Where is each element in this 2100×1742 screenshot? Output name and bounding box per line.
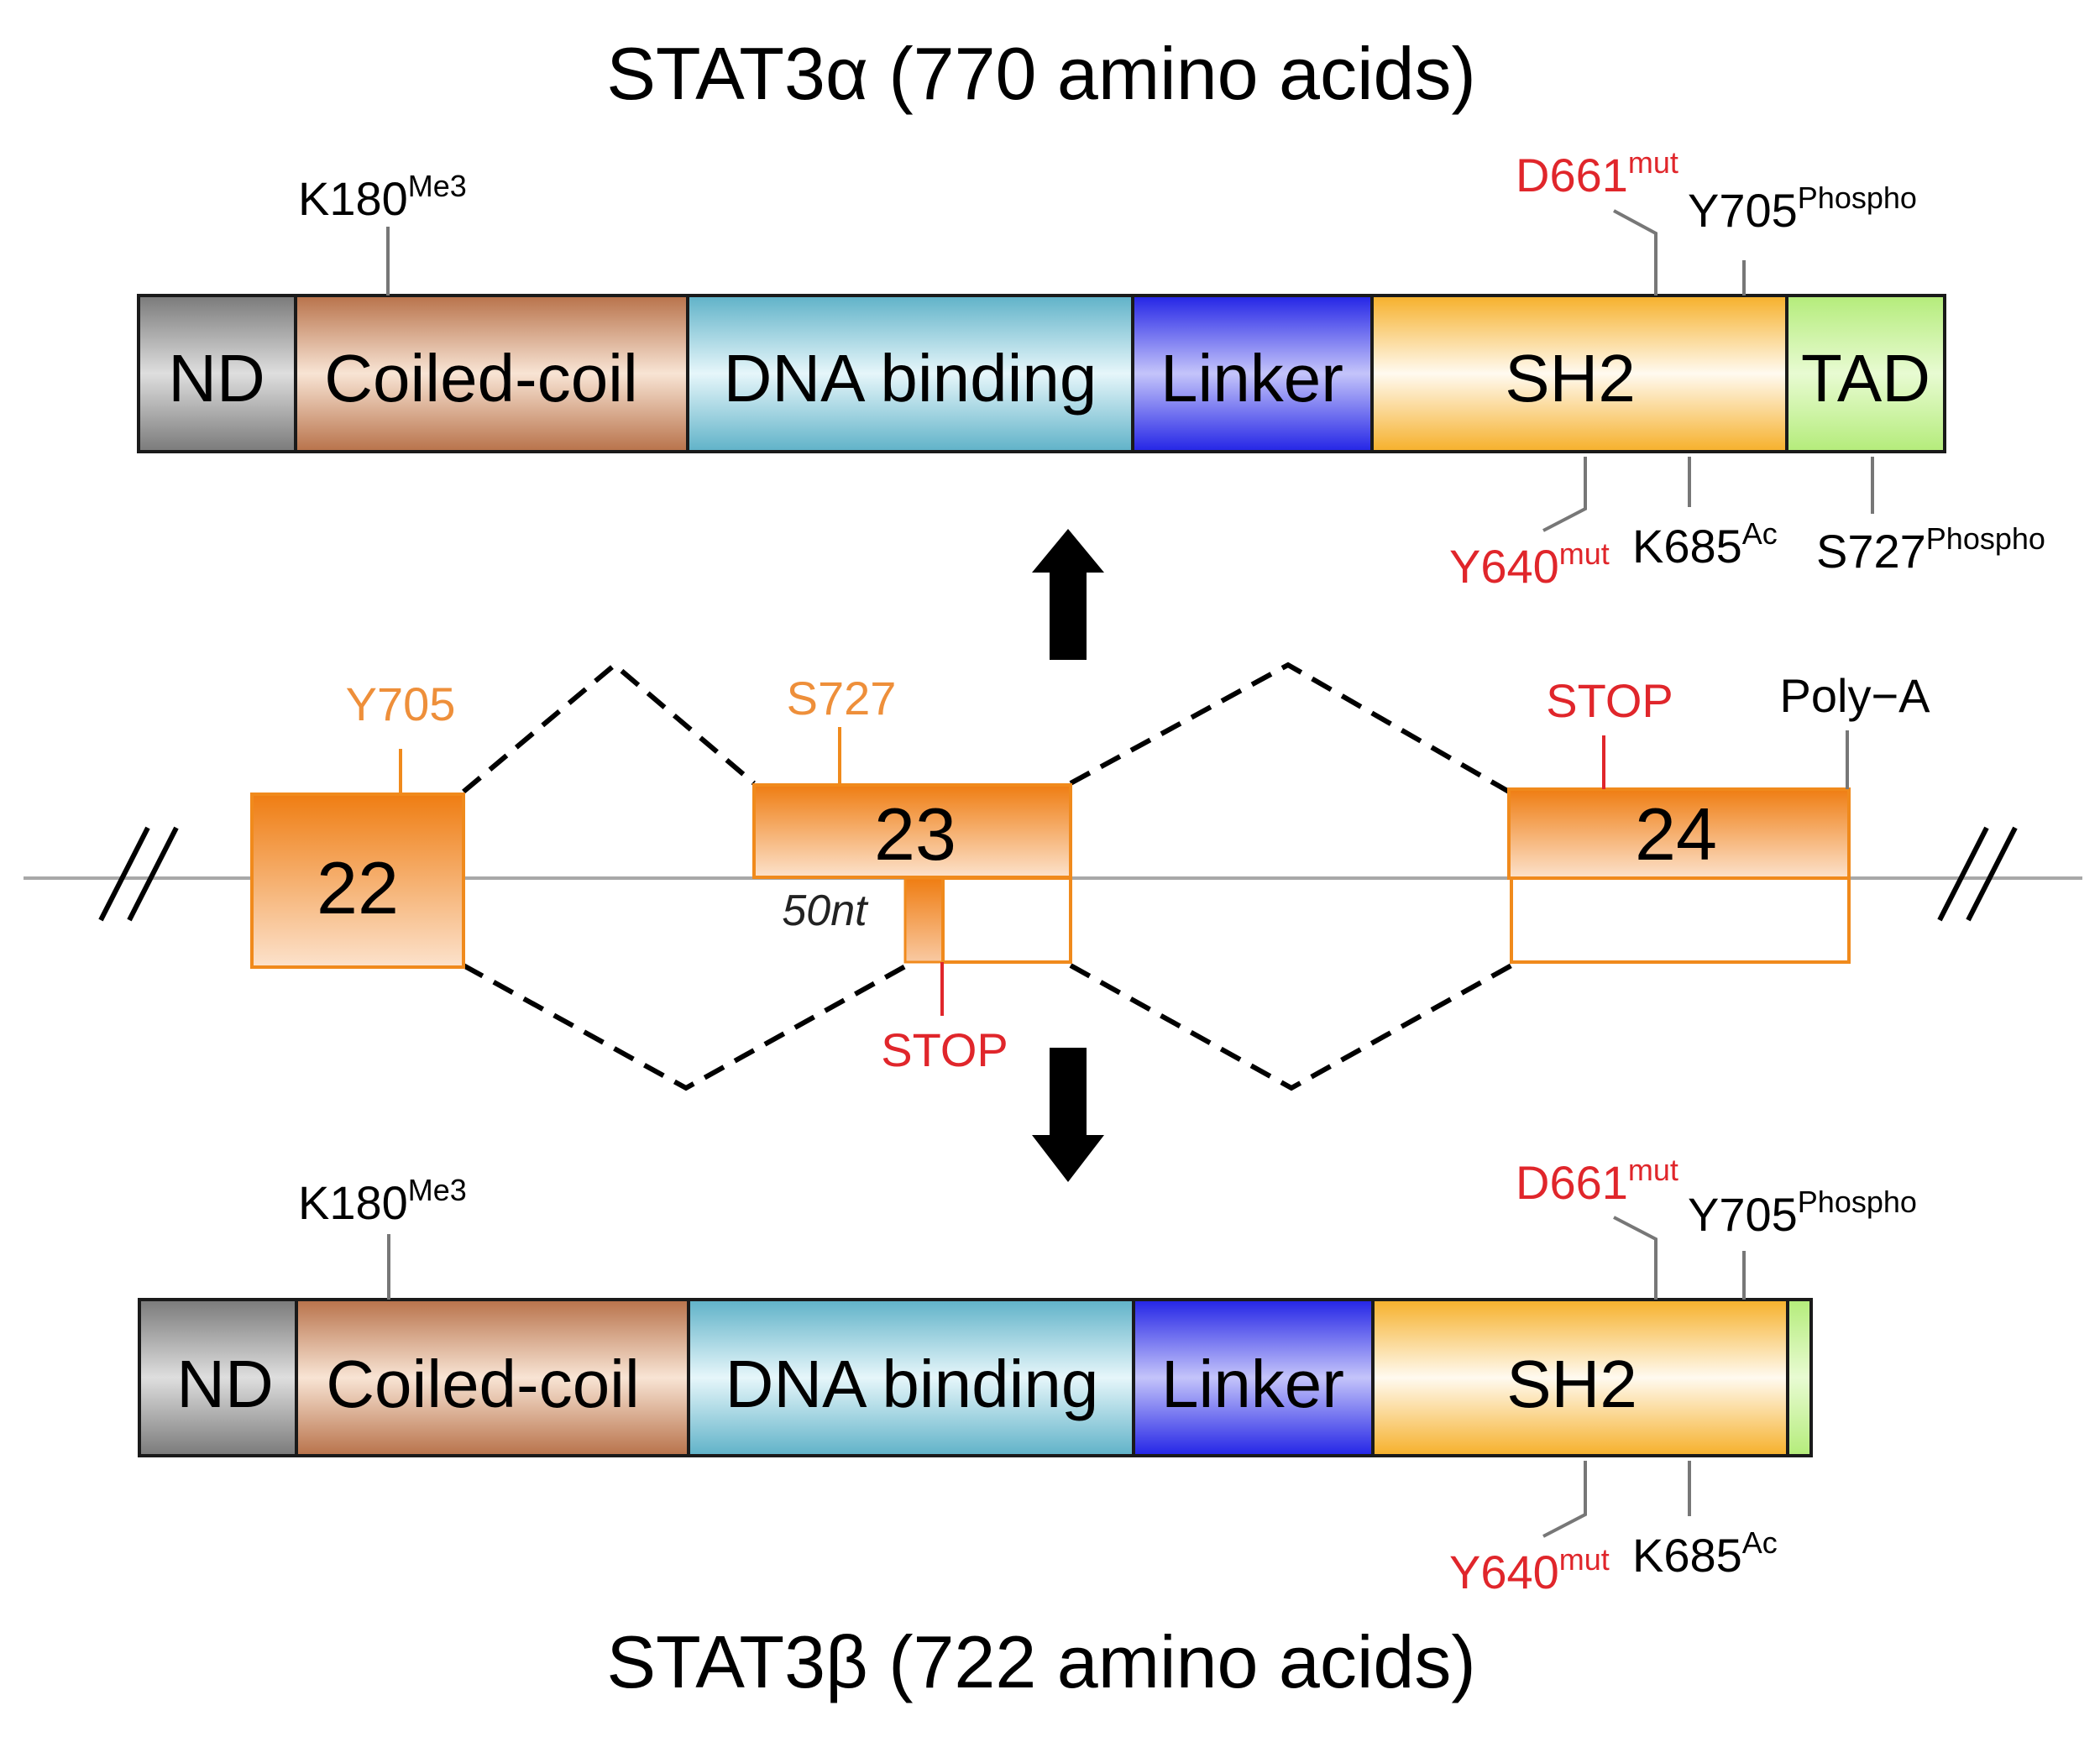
domain-nd bbox=[137, 294, 297, 453]
exon-24-label: 24 bbox=[1635, 793, 1717, 876]
svg-text:K685Ac: K685Ac bbox=[1632, 1525, 1778, 1582]
exon-22-label: 22 bbox=[317, 846, 399, 929]
break-mark-right-icon-2 bbox=[1966, 826, 2018, 922]
domain-nd bbox=[138, 1298, 298, 1457]
gene-structure: 22 Y705 23 S727 50nt STOP 24 STOP Poly−A bbox=[24, 662, 2082, 1091]
splice-alpha-2 bbox=[1069, 662, 1511, 794]
site-k180: K180Me3 bbox=[298, 169, 467, 296]
break-mark-right-icon bbox=[1937, 826, 1989, 922]
label-nd: ND bbox=[176, 1347, 274, 1421]
label-nd: ND bbox=[168, 341, 265, 416]
exon-23-outline bbox=[941, 876, 1072, 964]
svg-text:K180Me3: K180Me3 bbox=[298, 1173, 467, 1229]
poly-a-label: Poly−A bbox=[1780, 669, 1931, 722]
arrow-down-icon bbox=[1032, 1048, 1104, 1182]
exon-23 bbox=[752, 783, 1072, 879]
beta-title: STAT3β (722 amino acids) bbox=[606, 1620, 1475, 1703]
domain-beta-tail bbox=[1786, 1298, 1813, 1457]
label-sh2: SH2 bbox=[1505, 341, 1636, 416]
label-dna-binding: DNA binding bbox=[725, 1347, 1099, 1421]
alpha-title: STAT3α (770 amino acids) bbox=[606, 32, 1476, 115]
svg-text:Y705Phospho: Y705Phospho bbox=[1688, 1185, 1917, 1241]
splice-beta-1 bbox=[462, 963, 909, 1091]
break-mark-left-icon-2 bbox=[127, 826, 179, 922]
exon-23-label: 23 bbox=[874, 793, 956, 876]
site-k685: K685Ac bbox=[1632, 1461, 1778, 1582]
splice-beta-2 bbox=[1069, 963, 1513, 1091]
site-y640: Y640mut bbox=[1449, 1461, 1610, 1598]
nt50-label: 50nt bbox=[782, 887, 869, 935]
label-tad: TAD bbox=[1801, 341, 1930, 416]
domain-dna-binding bbox=[686, 294, 1134, 453]
svg-text:K685Ac: K685Ac bbox=[1632, 516, 1778, 573]
site-k685: K685Ac bbox=[1632, 457, 1778, 573]
label-coiled-coil: Coiled-coil bbox=[326, 1347, 639, 1421]
domain-tad bbox=[1785, 294, 1946, 453]
exon-24-stop-label: STOP bbox=[1546, 674, 1673, 727]
stop-beta-label: STOP bbox=[881, 1023, 1008, 1076]
svg-text:Y640mut: Y640mut bbox=[1449, 536, 1610, 593]
domain-dna-binding bbox=[687, 1298, 1135, 1457]
site-y640: Y640mut bbox=[1449, 457, 1610, 593]
site-s727: S727Phospho bbox=[1816, 457, 2045, 578]
exon-22 bbox=[250, 793, 465, 969]
label-sh2: SH2 bbox=[1506, 1347, 1637, 1421]
exon-23-s727-label: S727 bbox=[787, 672, 897, 725]
domain-coiled-coil bbox=[294, 294, 689, 453]
site-y705: Y705Phospho bbox=[1688, 1185, 1917, 1300]
label-dna-binding: DNA binding bbox=[724, 341, 1097, 416]
label-coiled-coil: Coiled-coil bbox=[324, 341, 637, 416]
splice-alpha-1 bbox=[462, 662, 756, 794]
svg-text:Y640mut: Y640mut bbox=[1449, 1542, 1610, 1598]
arrow-up-icon bbox=[1032, 529, 1104, 660]
domain-coiled-coil bbox=[295, 1298, 690, 1457]
exon-23-50nt-region bbox=[903, 876, 945, 964]
domain-linker bbox=[1132, 1298, 1375, 1457]
domain-sh2 bbox=[1370, 294, 1788, 453]
break-mark-left-icon bbox=[98, 826, 150, 922]
svg-text:Y705Phospho: Y705Phospho bbox=[1688, 180, 1917, 237]
domain-sh2 bbox=[1371, 1298, 1789, 1457]
site-y705: Y705Phospho bbox=[1688, 180, 1917, 296]
site-d661: D661mut bbox=[1516, 1153, 1678, 1300]
label-linker: Linker bbox=[1160, 341, 1343, 416]
protein-alpha: ND Coiled-coil DNA binding Linker SH2 TA… bbox=[137, 145, 2045, 593]
svg-text:D661mut: D661mut bbox=[1516, 145, 1678, 201]
svg-text:K180Me3: K180Me3 bbox=[298, 169, 467, 225]
svg-text:S727Phospho: S727Phospho bbox=[1816, 521, 2045, 578]
site-k180: K180Me3 bbox=[298, 1173, 467, 1300]
protein-beta: ND Coiled-coil DNA binding Linker SH2 K1… bbox=[138, 1153, 1917, 1598]
site-d661: D661mut bbox=[1516, 145, 1678, 296]
exon-22-y705-label: Y705 bbox=[346, 677, 456, 730]
exon-24-outline bbox=[1510, 876, 1851, 964]
svg-text:D661mut: D661mut bbox=[1516, 1153, 1678, 1209]
label-linker: Linker bbox=[1161, 1347, 1344, 1421]
